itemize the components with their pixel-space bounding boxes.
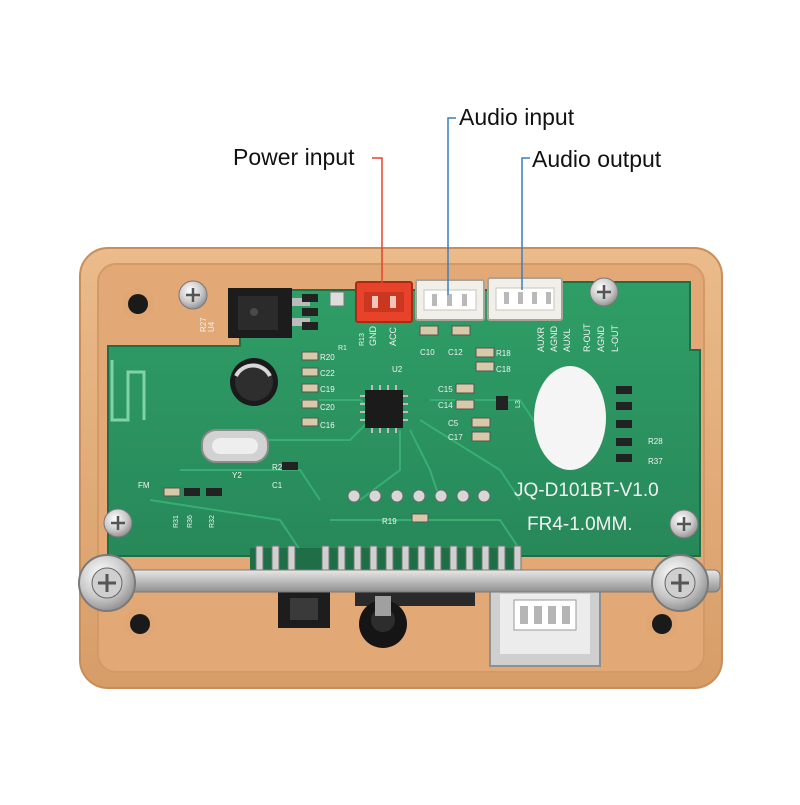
audio-output-leader bbox=[521, 157, 530, 290]
label-c20: C20 bbox=[320, 403, 335, 412]
label-c17: C17 bbox=[448, 433, 463, 442]
power-input-leader bbox=[372, 157, 383, 285]
ir-receiver bbox=[359, 596, 407, 648]
label-c16: C16 bbox=[320, 421, 335, 430]
via-row bbox=[347, 489, 491, 503]
pin-label-auxr: AUXR bbox=[536, 326, 546, 352]
label-r2: R2 bbox=[272, 463, 283, 472]
label-l3: L3 bbox=[515, 400, 522, 408]
enclosure-mount-hole bbox=[122, 288, 154, 320]
pin-label-agnd-2: AGND bbox=[596, 325, 606, 352]
enclosure-mount-hole bbox=[646, 608, 678, 640]
pin-label-acc: ACC bbox=[388, 326, 398, 346]
crystal-y2 bbox=[201, 429, 269, 463]
label-r13: R13 bbox=[359, 333, 366, 346]
pin-label-agnd: AGND bbox=[549, 325, 559, 352]
power-input-label: Power input bbox=[233, 144, 355, 170]
label-r20: R20 bbox=[320, 353, 335, 362]
usb-port bbox=[489, 585, 601, 667]
metal-bracket bbox=[78, 554, 721, 612]
pin-label-l-out: L-OUT bbox=[610, 324, 620, 352]
label-c12: C12 bbox=[448, 348, 463, 357]
label-c15: C15 bbox=[438, 385, 453, 394]
label-c19: C19 bbox=[320, 385, 335, 394]
electrolytic-capacitor bbox=[230, 358, 278, 406]
label-r19: R19 bbox=[382, 517, 397, 526]
label-c14: C14 bbox=[438, 401, 453, 410]
antenna-trace bbox=[110, 360, 146, 422]
pin-label-auxl: AUXL bbox=[562, 328, 572, 352]
pcb-traces bbox=[149, 399, 541, 551]
enclosure-mount-hole bbox=[124, 608, 156, 640]
label-r37: R37 bbox=[648, 457, 663, 466]
label-c5: C5 bbox=[448, 419, 459, 428]
voltage-regulator bbox=[228, 288, 310, 338]
label-r31: R31 bbox=[173, 515, 180, 528]
label-r28: R28 bbox=[648, 437, 663, 446]
board-screw bbox=[589, 277, 619, 307]
pin-label-r-out: R-OUT bbox=[582, 323, 592, 352]
label-y2: Y2 bbox=[232, 471, 242, 480]
label-r27: R27 bbox=[199, 317, 208, 332]
label-r36: R36 bbox=[187, 515, 194, 528]
speaker-pad bbox=[534, 366, 606, 470]
label-fm: FM bbox=[138, 481, 150, 490]
board-screw bbox=[103, 508, 133, 538]
audio-input-label: Audio input bbox=[459, 104, 575, 130]
label-c10: C10 bbox=[420, 348, 435, 357]
label-u4: U4 bbox=[207, 321, 216, 332]
label-c1: C1 bbox=[272, 481, 283, 490]
power-connector bbox=[355, 281, 413, 323]
board-material-marking: FR4-1.0MM. bbox=[527, 514, 633, 535]
main-ic bbox=[360, 385, 408, 433]
audio-output-label: Audio output bbox=[532, 146, 662, 172]
pin-header-row bbox=[250, 545, 522, 573]
smd-components bbox=[163, 291, 632, 523]
callout-lines bbox=[372, 117, 530, 295]
pin-label-gnd: GND bbox=[368, 326, 378, 347]
audio-input-leader bbox=[447, 117, 456, 295]
audio-input-connector bbox=[415, 279, 485, 321]
label-r18: R18 bbox=[496, 349, 511, 358]
silkscreen: JQ-D101BT-V1.0 FR4-1.0MM. GND ACC AUXR A… bbox=[138, 317, 663, 535]
board-screw bbox=[669, 509, 699, 539]
board-model-marking: JQ-D101BT-V1.0 bbox=[514, 480, 659, 501]
board-screw bbox=[178, 280, 208, 310]
label-c22: C22 bbox=[320, 369, 335, 378]
label-r1: R1 bbox=[338, 345, 347, 352]
label-u2: U2 bbox=[392, 365, 403, 374]
audio-output-connector bbox=[487, 277, 563, 321]
label-c18: C18 bbox=[496, 365, 511, 374]
label-r32: R32 bbox=[209, 515, 216, 528]
